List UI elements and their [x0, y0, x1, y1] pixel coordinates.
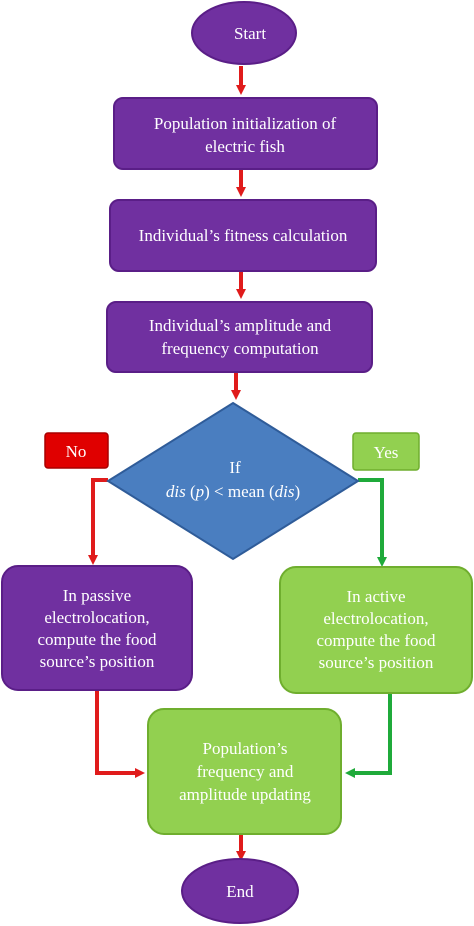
amplitude-label-line1: Individual’s amplitude and	[149, 316, 332, 335]
init-label-line2: electric fish	[205, 137, 285, 156]
decision-var1: dis	[166, 482, 186, 501]
update-label-line1: Population’s	[202, 739, 287, 758]
decision-close: )	[294, 482, 300, 501]
end-label: End	[226, 882, 254, 901]
active-label-line1: In active	[347, 587, 406, 606]
passive-label-line3: compute the food	[38, 630, 157, 649]
amplitude-label-line2: frequency computation	[161, 339, 319, 358]
end-node: End	[181, 858, 299, 924]
arrow-decision-to-passive	[88, 478, 108, 565]
passive-label-line4: source’s position	[40, 652, 155, 671]
passive-label-line1: In passive	[63, 586, 131, 605]
init-node: Population initialization of electric fi…	[113, 97, 378, 170]
no-label: No	[66, 442, 87, 461]
connectors	[88, 66, 392, 861]
decision-if-label: If	[229, 458, 241, 477]
update-node: Population’s frequency and amplitude upd…	[147, 708, 342, 835]
fitness-node: Individual’s fitness calculation	[109, 199, 377, 272]
start-label: Start	[234, 24, 266, 43]
passive-node: In passive electrolocation, compute the …	[1, 565, 193, 691]
decision-node: If dis (p) < mean (dis)	[106, 401, 360, 561]
decision-var2: dis	[275, 482, 295, 501]
amplitude-node: Individual’s amplitude and frequency com…	[106, 301, 373, 373]
update-label-line2: frequency and	[197, 762, 294, 781]
active-label-line4: source’s position	[319, 653, 434, 672]
yes-tag: Yes	[352, 432, 420, 471]
decision-p-var: p	[195, 482, 205, 501]
decision-p-open: (	[186, 482, 196, 501]
passive-label-line2: electrolocation,	[44, 608, 149, 627]
update-label-line3: amplitude updating	[179, 785, 311, 804]
active-label-line3: compute the food	[317, 631, 436, 650]
fitness-label: Individual’s fitness calculation	[139, 226, 348, 245]
init-label-line1: Population initialization of	[154, 114, 337, 133]
decision-condition: dis (p) < mean (dis)	[166, 482, 300, 501]
no-tag: No	[44, 432, 109, 469]
arrow-decision-to-active	[358, 478, 387, 567]
active-node: In active electrolocation, compute the f…	[279, 566, 473, 694]
decision-p-close: ) < mean (	[204, 482, 275, 501]
arrow-active-to-update	[345, 693, 392, 778]
arrow-passive-to-update	[95, 691, 145, 778]
start-node: Start	[191, 1, 297, 65]
yes-label: Yes	[374, 443, 399, 462]
active-label-line2: electrolocation,	[323, 609, 428, 628]
